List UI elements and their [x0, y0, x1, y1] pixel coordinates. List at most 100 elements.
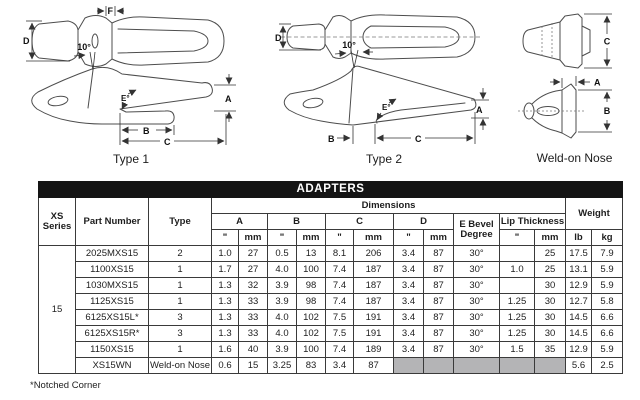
type-cell: 1	[148, 293, 212, 310]
d-mm-cell: 87	[423, 261, 454, 278]
b-in-cell: 3.9	[267, 277, 297, 294]
part-cell: 6125XS15L*	[75, 309, 149, 326]
dim-label-d: D	[275, 33, 282, 43]
bevel-cell: 30°	[453, 309, 500, 326]
lip-in-cell: 1.25	[499, 309, 535, 326]
type-cell: 1	[148, 261, 212, 278]
lb-cell: 14.5	[565, 309, 592, 326]
col-header-type: Type	[148, 197, 212, 246]
footnote: *Notched Corner	[30, 380, 101, 391]
dim-label-e: E°	[121, 94, 130, 103]
b-in-cell: 0.5	[267, 245, 297, 262]
d-in-cell: 3.4	[393, 341, 424, 358]
dim-label-c: C	[604, 37, 611, 47]
b-mm-cell: 98	[296, 293, 326, 310]
unit-header-in: "	[499, 229, 535, 246]
dim-label-f: F	[108, 6, 114, 16]
angle-label: 10°	[77, 42, 91, 52]
lb-cell: 17.5	[565, 245, 592, 262]
d-in-cell	[393, 357, 424, 374]
bevel-cell: 30°	[453, 261, 500, 278]
lip-in-cell	[499, 357, 535, 374]
d-in-cell: 3.4	[393, 277, 424, 294]
a-mm-cell: 15	[238, 357, 268, 374]
part-cell[interactable]: 2025MXS15	[75, 245, 149, 262]
c-in-cell: 7.5	[325, 325, 354, 342]
lip-in-cell: 1.25	[499, 293, 535, 310]
b-in-cell: 3.25	[267, 357, 297, 374]
unit-header-mm: mm	[423, 229, 454, 246]
lb-cell: 12.9	[565, 277, 592, 294]
d-mm-cell: 87	[423, 341, 454, 358]
b-in-cell: 3.9	[267, 341, 297, 358]
b-mm-cell: 83	[296, 357, 326, 374]
c-mm-cell: 191	[353, 325, 394, 342]
a-in-cell: 1.0	[211, 245, 239, 262]
d-mm-cell: 87	[423, 245, 454, 262]
lip-mm-cell: 30	[534, 325, 566, 342]
a-mm-cell: 33	[238, 309, 268, 326]
dim-label-a: A	[476, 105, 483, 115]
b-in-cell: 4.0	[267, 261, 297, 278]
d-in-cell: 3.4	[393, 245, 424, 262]
type2-caption: Type 2	[365, 152, 403, 166]
c-mm-cell: 187	[353, 277, 394, 294]
type-cell: Weld-on Nose	[148, 357, 212, 374]
dim-label-d: D	[23, 36, 30, 46]
c-in-cell: 7.4	[325, 261, 354, 278]
lip-in-cell: 1.25	[499, 325, 535, 342]
b-mm-cell: 98	[296, 277, 326, 294]
d-in-cell: 3.4	[393, 325, 424, 342]
lip-mm-cell: 30	[534, 309, 566, 326]
b-mm-cell: 102	[296, 309, 326, 326]
kg-cell: 5.8	[590, 293, 624, 310]
dim-label-a: A	[225, 94, 232, 104]
lb-cell: 5.6	[565, 357, 592, 374]
a-in-cell: 0.6	[211, 357, 239, 374]
lip-mm-cell: 35	[534, 341, 566, 358]
type-cell: 2	[148, 245, 212, 262]
a-mm-cell: 32	[238, 277, 268, 294]
col-header-lip-thickness: Lip Thickness	[499, 213, 566, 230]
lb-cell: 12.9	[565, 341, 592, 358]
col-header-c: C	[325, 213, 394, 230]
col-header-dimensions: Dimensions	[211, 197, 566, 214]
a-mm-cell: 33	[238, 293, 268, 310]
col-header-a: A	[211, 213, 268, 230]
kg-cell: 5.9	[590, 277, 624, 294]
d-mm-cell: 87	[423, 309, 454, 326]
c-mm-cell: 206	[353, 245, 394, 262]
part-cell: 1125XS15	[75, 293, 149, 310]
bevel-cell: 30°	[453, 325, 500, 342]
bevel-cell: 30°	[453, 245, 500, 262]
bevel-cell: 30°	[453, 293, 500, 310]
type-cell: 3	[148, 309, 212, 326]
d-mm-cell	[423, 357, 454, 374]
b-mm-cell: 13	[296, 245, 326, 262]
unit-header-mm: mm	[353, 229, 394, 246]
bevel-cell: 30°	[453, 277, 500, 294]
a-mm-cell: 27	[238, 245, 268, 262]
lip-in-cell	[499, 277, 535, 294]
b-in-cell: 3.9	[267, 293, 297, 310]
b-in-cell: 4.0	[267, 325, 297, 342]
kg-cell: 2.5	[590, 357, 624, 374]
kg-cell: 6.6	[590, 325, 624, 342]
c-in-cell: 7.4	[325, 293, 354, 310]
unit-header-mm: mm	[238, 229, 268, 246]
part-cell: 6125XS15R*	[75, 325, 149, 342]
lb-cell: 13.1	[565, 261, 592, 278]
type-cell: 1	[148, 341, 212, 358]
bevel-cell: 30°	[453, 341, 500, 358]
lip-mm-cell: 25	[534, 245, 566, 262]
a-in-cell: 1.3	[211, 325, 239, 342]
d-mm-cell: 87	[423, 277, 454, 294]
